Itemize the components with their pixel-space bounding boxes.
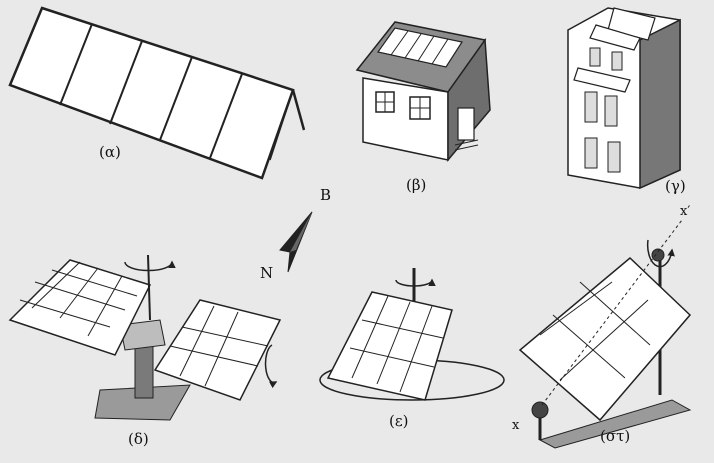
label-g: (γ) (665, 177, 686, 195)
compass-west: N (260, 264, 274, 282)
label-e: (ε) (389, 412, 409, 430)
tracker-d (8, 254, 282, 421)
compass-north: B (320, 186, 332, 204)
building-g (567, 7, 681, 190)
compass (279, 211, 313, 273)
tracker-e (319, 268, 505, 401)
tracker-st (518, 219, 692, 449)
label-d: (δ) (128, 430, 149, 448)
label-a: (α) (99, 143, 121, 161)
label-st: (στ) (600, 427, 631, 445)
house-b (355, 21, 491, 163)
axis-x: x (512, 418, 520, 433)
axis-x-prime: x′ (680, 204, 691, 219)
label-b: (β) (406, 176, 427, 194)
panel-array-a (8, 6, 306, 180)
